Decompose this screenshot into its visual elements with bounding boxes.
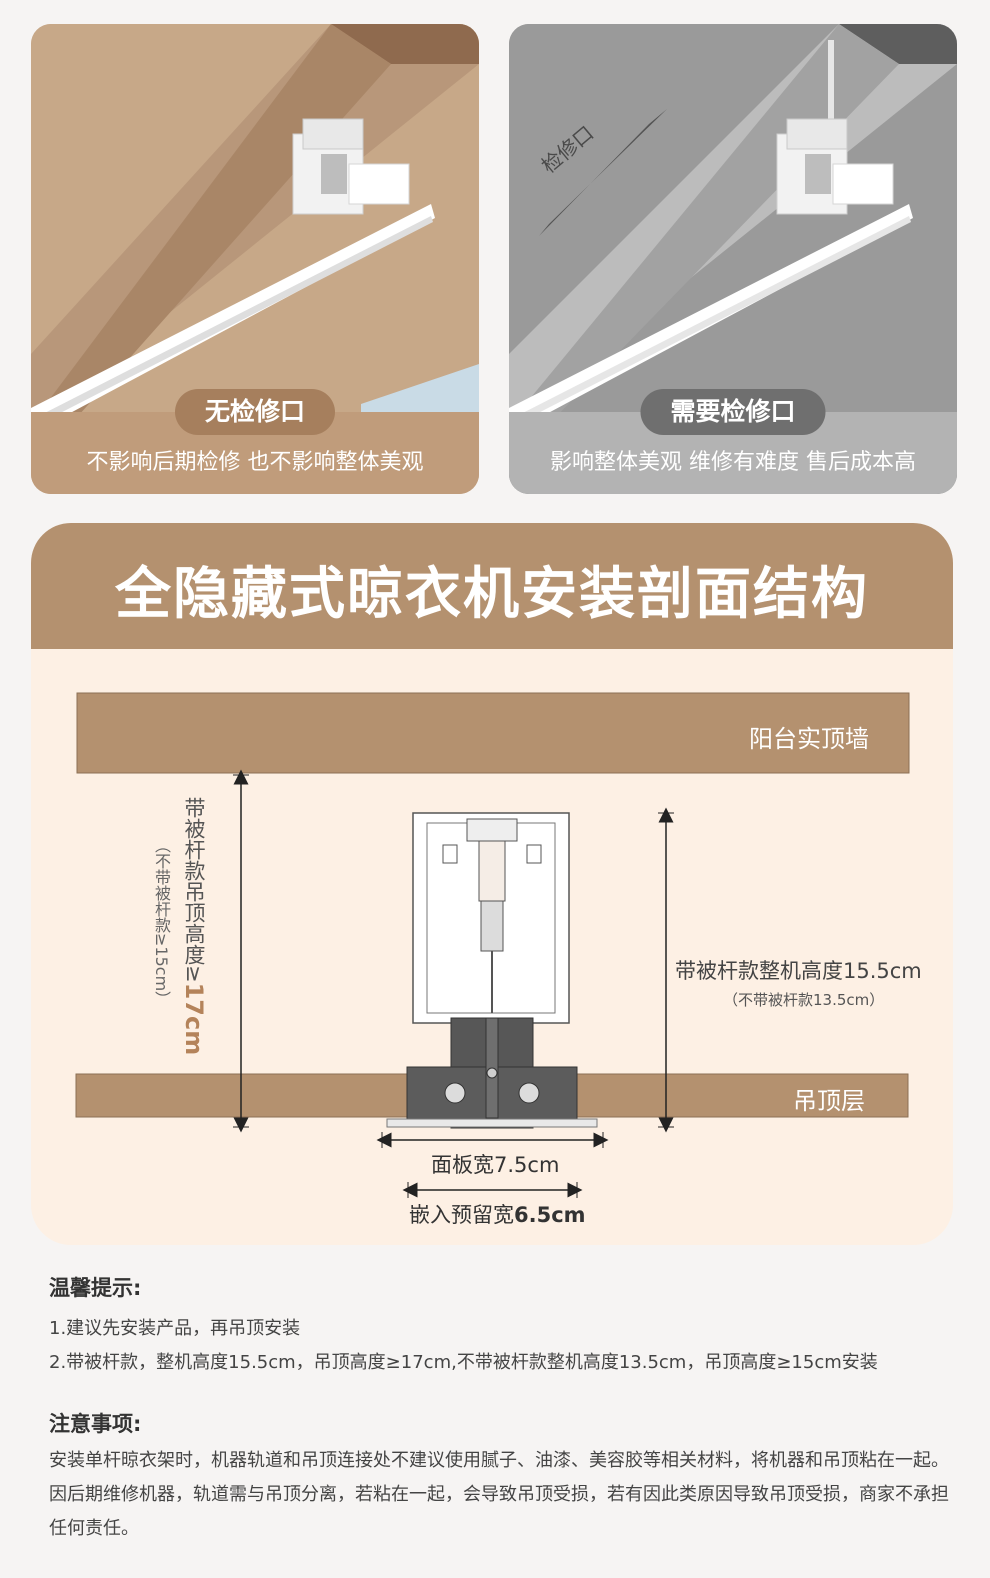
ceiling-label: 吊顶层 [793, 1087, 865, 1115]
card-no-inspection: 无检修口 不影响后期检修 也不影响整体美观 [31, 24, 479, 494]
no-inspection-badge: 无检修口 [174, 389, 336, 435]
notes-text: 安装单杆晾衣架时，机器轨道和吊顶连接处不建议使用腻子、油漆、美容胶等相关材料，将… [49, 1450, 949, 1539]
bracket-icon [776, 118, 894, 215]
tips-section: 温馨提示: 1.建议先安装产品，再吊顶安装 2.带被杆款，整机高度15.5cm，… [49, 1272, 959, 1380]
section-title: 全隐藏式晾衣机安装剖面结构 [115, 562, 869, 627]
panel-width-label: 面板宽7.5cm [431, 1153, 560, 1177]
tips-line: 1.建议先安装产品，再吊顶安装 [49, 1318, 301, 1339]
wall-label: 阳台实顶墙 [749, 725, 869, 753]
balcony-wall-slab [76, 692, 910, 774]
needs-inspection-badge: 需要检修口 [640, 389, 826, 435]
no-inspection-caption: 不影响后期检修 也不影响整体美观 [86, 450, 424, 475]
tips-line: 2.带被杆款，整机高度15.5cm，吊顶高度≥17cm,不带被杆款整机高度13.… [49, 1352, 878, 1373]
needs-inspection-caption: 影响整体美观 维修有难度 售后成本高 [550, 450, 916, 475]
machine-height-label: 带被杆款整机高度15.5cm [675, 959, 922, 983]
ceiling-height-label: 带被杆款吊顶高度≥17cm [180, 797, 208, 1056]
mounting-bracket-icon [412, 812, 570, 1024]
ceiling-render-warm [31, 24, 479, 494]
machine-height-sub: （不带被杆款13.5cm） [723, 991, 885, 1009]
embed-width-label: 嵌入预留宽6.5cm [409, 1203, 586, 1227]
section-header [31, 523, 953, 649]
tips-title: 温馨提示: [49, 1276, 142, 1300]
install-cross-section: 全隐藏式晾衣机安装剖面结构 [31, 523, 953, 1245]
notes-title: 注意事项: [49, 1412, 142, 1436]
cross-section-diagram [75, 692, 910, 1198]
card-needs-inspection: 检修口 需要检修口 影响整体美观 维修有难度 售后成本高 [509, 24, 957, 494]
motor-housing-icon [386, 1017, 598, 1129]
ceiling-height-sub: （不带被杆款≥15cm） [152, 837, 171, 1008]
bracket-icon [292, 118, 410, 215]
notes-section: 注意事项: 安装单杆晾衣架时，机器轨道和吊顶连接处不建议使用腻子、油漆、美容胶等… [49, 1408, 959, 1546]
